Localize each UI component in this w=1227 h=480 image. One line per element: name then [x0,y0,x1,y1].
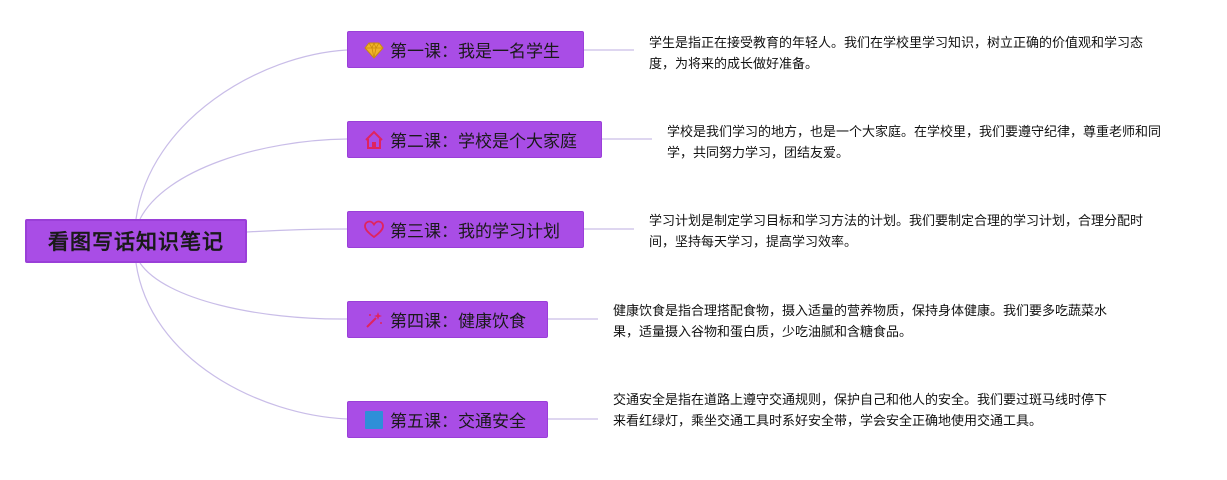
branch-node-lesson-3[interactable]: 第三课：我的学习计划 [347,211,584,248]
note-lesson-1: 学生是指正在接受教育的年轻人。我们在学校里学习知识，树立正确的价值观和学习态度，… [649,36,1144,72]
connector-root-branch-2 [139,138,348,220]
branch-node-lesson-1[interactable]: 第一课：我是一名学生 [347,31,584,68]
branch-label: 第五课：交通安全 [390,412,526,432]
magic-wand-icon [364,310,384,330]
branch-label: 第一课：我是一名学生 [390,42,560,62]
note-lesson-5: 交通安全是指在道路上遵守交通规则，保护自己和他人的安全。我们要过斑马线时停下来看… [613,393,1108,429]
branch-label: 第三课：我的学习计划 [390,222,560,242]
house-icon [364,130,384,150]
branch-node-lesson-2[interactable]: 第二课：学校是个大家庭 [347,121,602,158]
connector-root-branch-5 [135,262,348,420]
root-title: 看图写话知识笔记 [48,230,224,254]
connector-root-branch-3 [246,228,348,233]
branch-node-lesson-5[interactable]: 第五课：交通安全 [347,401,548,438]
branch-label: 第四课：健康饮食 [390,312,526,332]
blue-square-icon [364,410,384,430]
diamond-icon [364,40,384,60]
branch-node-lesson-4[interactable]: 第四课：健康饮食 [347,301,548,338]
connector-root-branch-1 [135,49,348,220]
note-lesson-3: 学习计划是制定学习目标和学习方法的计划。我们要制定合理的学习计划，合理分配时间，… [649,214,1144,250]
branch-label: 第二课：学校是个大家庭 [390,132,577,152]
heart-icon [364,220,384,240]
root-node[interactable]: 看图写话知识笔记 [25,219,247,263]
connector-root-branch-4 [139,262,348,320]
note-lesson-2: 学校是我们学习的地方，也是一个大家庭。在学校里，我们要遵守纪律，尊重老师和同学，… [667,125,1162,161]
note-lesson-4: 健康饮食是指合理搭配食物，摄入适量的营养物质，保持身体健康。我们要多吃蔬菜水果，… [613,304,1108,340]
